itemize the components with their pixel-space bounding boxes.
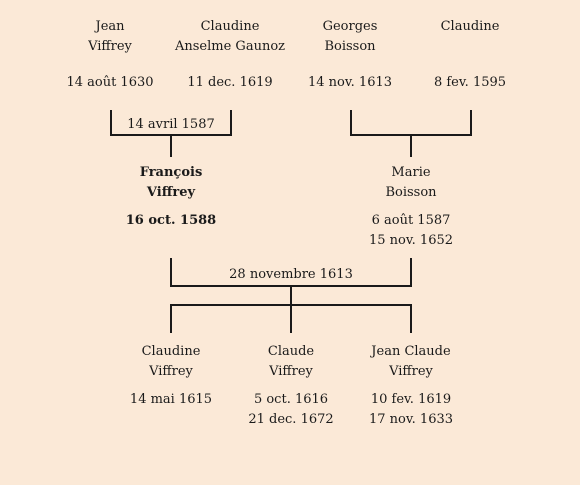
last-name: Viffrey [389, 364, 433, 379]
grandparent-3: Georges Boisson 14 nov. 1613 [300, 17, 400, 93]
first-name: Jean Claude [371, 344, 451, 359]
first-name: Marie [391, 165, 431, 180]
death-date: 14 nov. 1613 [307, 75, 393, 90]
last-name: Viffrey [149, 364, 193, 379]
birth-date: 6 août 1587 [371, 213, 451, 228]
birth-date: 14 mai 1615 [129, 392, 213, 407]
first-name: Jean [95, 19, 125, 34]
death-date: 21 dec. 1672 [248, 412, 334, 427]
first-name: Claudine [141, 344, 201, 359]
child-3: Jean Claude Viffrey 10 fev. 1619 17 nov.… [351, 342, 471, 430]
death-date: 14 août 1630 [66, 75, 154, 90]
maternal-grandparents-bracket [350, 110, 472, 136]
last-name: Boisson [324, 39, 376, 54]
first-name: Claude [267, 344, 315, 359]
birth-date: 5 oct. 1616 [253, 392, 329, 407]
grandparent-4: Claudine 8 fev. 1595 [420, 17, 520, 93]
last-name: Viffrey [146, 185, 196, 200]
mother: Marie Boisson 6 août 1587 15 nov. 1652 [351, 163, 471, 251]
birth-date: 16 oct. 1588 [125, 213, 217, 228]
death-date: 8 fev. 1595 [433, 75, 507, 90]
death-date: 17 nov. 1633 [368, 412, 454, 427]
last-name: Viffrey [88, 39, 132, 54]
first-name: Claudine [440, 19, 500, 34]
first-name: Claudine [200, 19, 260, 34]
first-name: François [139, 165, 203, 180]
death-date: 15 nov. 1652 [368, 233, 454, 248]
child-1: Claudine Viffrey 14 mai 1615 [111, 342, 231, 410]
child-2: Claude Viffrey 5 oct. 1616 21 dec. 1672 [231, 342, 351, 430]
grandparent-1: Jean Viffrey 14 août 1630 [60, 17, 160, 93]
death-date: 11 dec. 1619 [187, 75, 273, 90]
last-name: Viffrey [269, 364, 313, 379]
last-name: Anselme Gaunoz [175, 39, 285, 54]
grandparent-2: Claudine Anselme Gaunoz 11 dec. 1619 [170, 17, 290, 93]
last-name [420, 37, 520, 57]
marriage-date-parents: 28 novembre 1613 [229, 267, 353, 282]
father: François Viffrey 16 oct. 1588 [111, 163, 231, 231]
marriage-date-paternal: 14 avril 1587 [127, 117, 215, 132]
first-name: Georges [322, 19, 378, 34]
last-name: Boisson [385, 185, 437, 200]
birth-date: 10 fev. 1619 [370, 392, 452, 407]
